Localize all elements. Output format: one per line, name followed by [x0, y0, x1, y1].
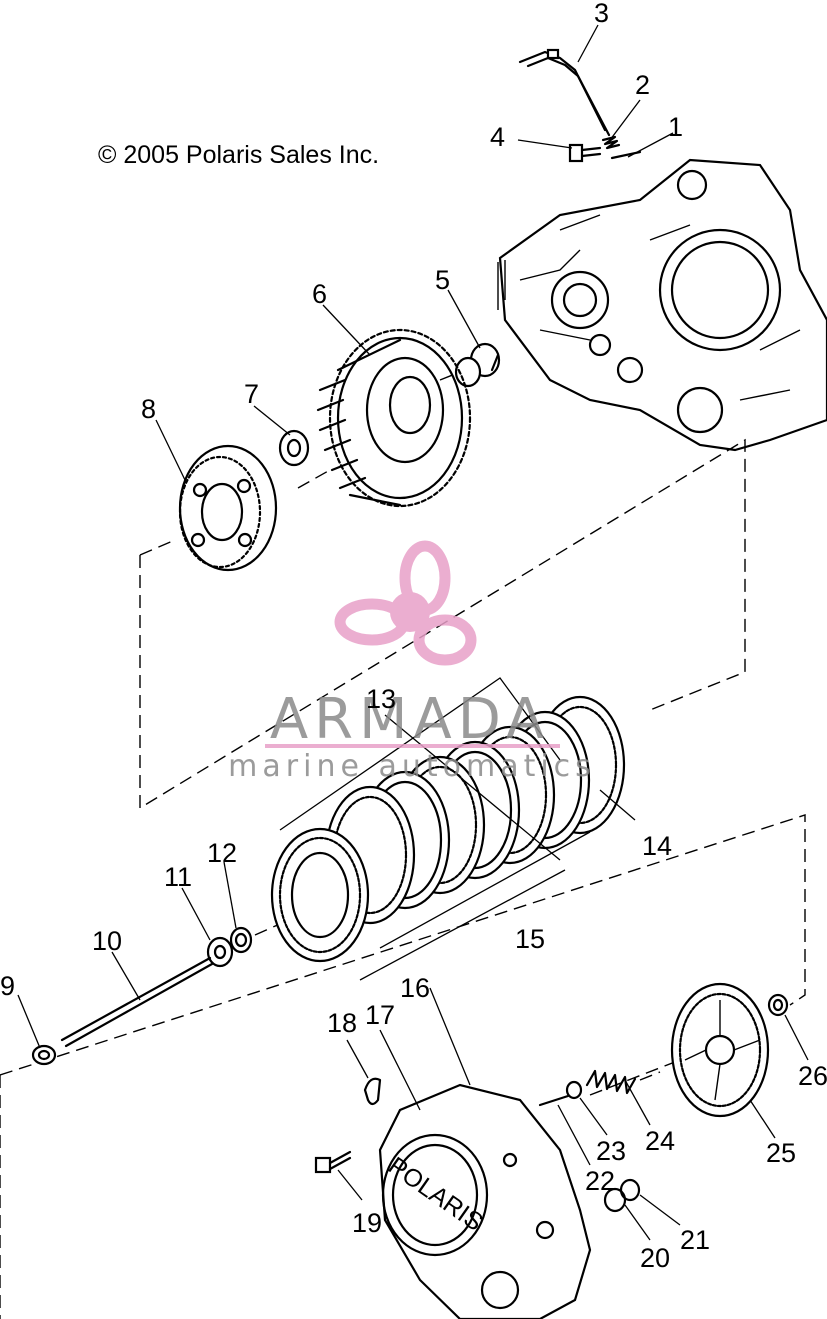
watermark-name: ARMADA	[270, 687, 550, 752]
callout-18: 18	[327, 1008, 357, 1038]
bearing-11	[206, 936, 234, 968]
callout-23: 23	[596, 1136, 626, 1166]
callout-25: 25	[766, 1138, 796, 1168]
callout-19: 19	[352, 1208, 382, 1238]
bracket-15	[379, 831, 591, 949]
clutch-spring-24	[585, 1069, 637, 1095]
callout-22: 22	[585, 1166, 615, 1196]
callout-21: 21	[680, 1225, 710, 1255]
callout-20: 20	[640, 1243, 670, 1273]
thrust-washer-7	[278, 429, 310, 467]
callout-8: 8	[141, 394, 156, 424]
callout-7: 7	[244, 379, 259, 409]
callout-26: 26	[798, 1061, 827, 1091]
watermark-tagline: marine automatics	[228, 749, 596, 784]
callout-4: 4	[490, 122, 505, 152]
clutch-basket-6	[316, 328, 472, 508]
callout-12: 12	[207, 838, 237, 868]
bracket-13	[279, 677, 561, 861]
shift-shaft-3	[518, 48, 611, 137]
callout-11: 11	[164, 862, 192, 892]
armada-watermark: ARMADA marine automatics	[228, 540, 596, 784]
callout-15: 15	[515, 924, 545, 954]
callout-5: 5	[435, 265, 450, 295]
oring-20	[603, 1187, 627, 1213]
washer-12	[229, 926, 253, 954]
crankcase	[497, 158, 827, 452]
nut-23	[565, 1080, 583, 1100]
assembly-line-upper	[139, 438, 746, 810]
callout-9: 9	[0, 971, 15, 1001]
armada-propeller-logo	[334, 540, 477, 666]
leader-lines	[17, 24, 809, 1241]
callout-2: 2	[635, 70, 650, 100]
callout-3: 3	[594, 0, 609, 28]
oring-21	[619, 1178, 641, 1202]
callout-6: 6	[312, 279, 327, 309]
callout-24: 24	[645, 1126, 675, 1156]
callout-1: 1	[668, 112, 683, 142]
clutch-hub-8	[178, 444, 278, 572]
push-rod-10	[60, 956, 214, 1048]
assembly-line-lower	[0, 814, 806, 1076]
callout-17: 17	[365, 1000, 395, 1030]
callout-labels: 1 2 3 4 5 6 7 8 9 10 11 12 13 14 15 16 1…	[0, 0, 827, 1273]
callout-10: 10	[92, 926, 122, 956]
pin-22	[538, 1094, 570, 1107]
spring-2	[601, 135, 621, 150]
copyright-notice: © 2005 Polaris Sales Inc.	[98, 141, 379, 169]
bolt-4	[568, 143, 602, 163]
callout-14: 14	[642, 831, 672, 861]
callout-13: 13	[366, 684, 396, 714]
bearing-26	[767, 993, 789, 1017]
bracket-16	[359, 869, 566, 981]
callout-16-plates: 16	[400, 973, 430, 1003]
fitting-18	[363, 1077, 382, 1106]
bushing-9	[31, 1044, 57, 1066]
clutch-cover	[378, 1083, 592, 1319]
pressure-plate-25	[670, 982, 770, 1118]
bolt-19	[314, 1150, 352, 1174]
